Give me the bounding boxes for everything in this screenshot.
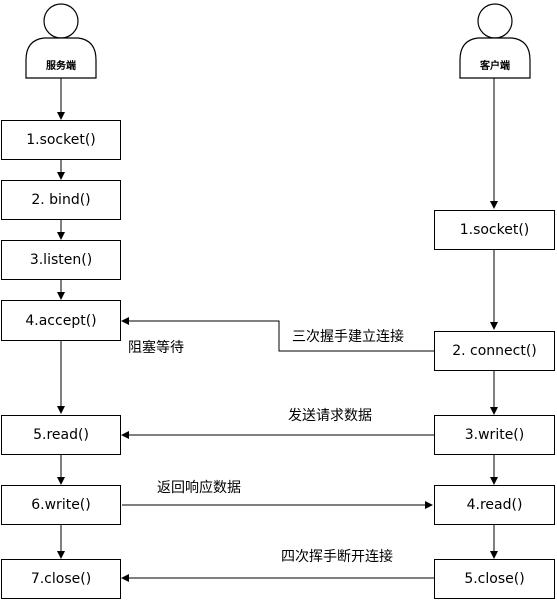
server-step-socket: 1.socket() — [1, 120, 121, 160]
handshake-label: 三次握手建立连接 — [292, 329, 404, 345]
client-step-read: 4.read() — [434, 485, 555, 525]
server-step-listen: 3.listen() — [1, 240, 121, 280]
client-person-icon — [459, 3, 531, 79]
server-step-accept: 4.accept() — [1, 300, 121, 341]
client-step-socket: 1.socket() — [434, 210, 555, 250]
server-step-close: 7.close() — [1, 559, 121, 599]
server-step-bind: 2. bind() — [1, 180, 121, 220]
server-step-read: 5.read() — [1, 415, 121, 455]
client-actor-label: 客户端 — [480, 61, 510, 72]
return-response-label: 返回响应数据 — [157, 480, 241, 496]
server-person-icon — [25, 3, 97, 79]
client-step-close: 5.close() — [434, 559, 555, 599]
client-step-connect: 2. connect() — [434, 331, 555, 371]
send-request-label: 发送请求数据 — [288, 408, 372, 424]
teardown-label: 四次挥手断开连接 — [281, 549, 393, 565]
message-arrows — [121, 317, 434, 582]
server-step-write: 6.write() — [1, 485, 121, 525]
server-actor-label: 服务端 — [46, 61, 76, 72]
client-step-write: 3.write() — [434, 415, 555, 455]
blocking-label: 阻塞等待 — [128, 340, 184, 356]
